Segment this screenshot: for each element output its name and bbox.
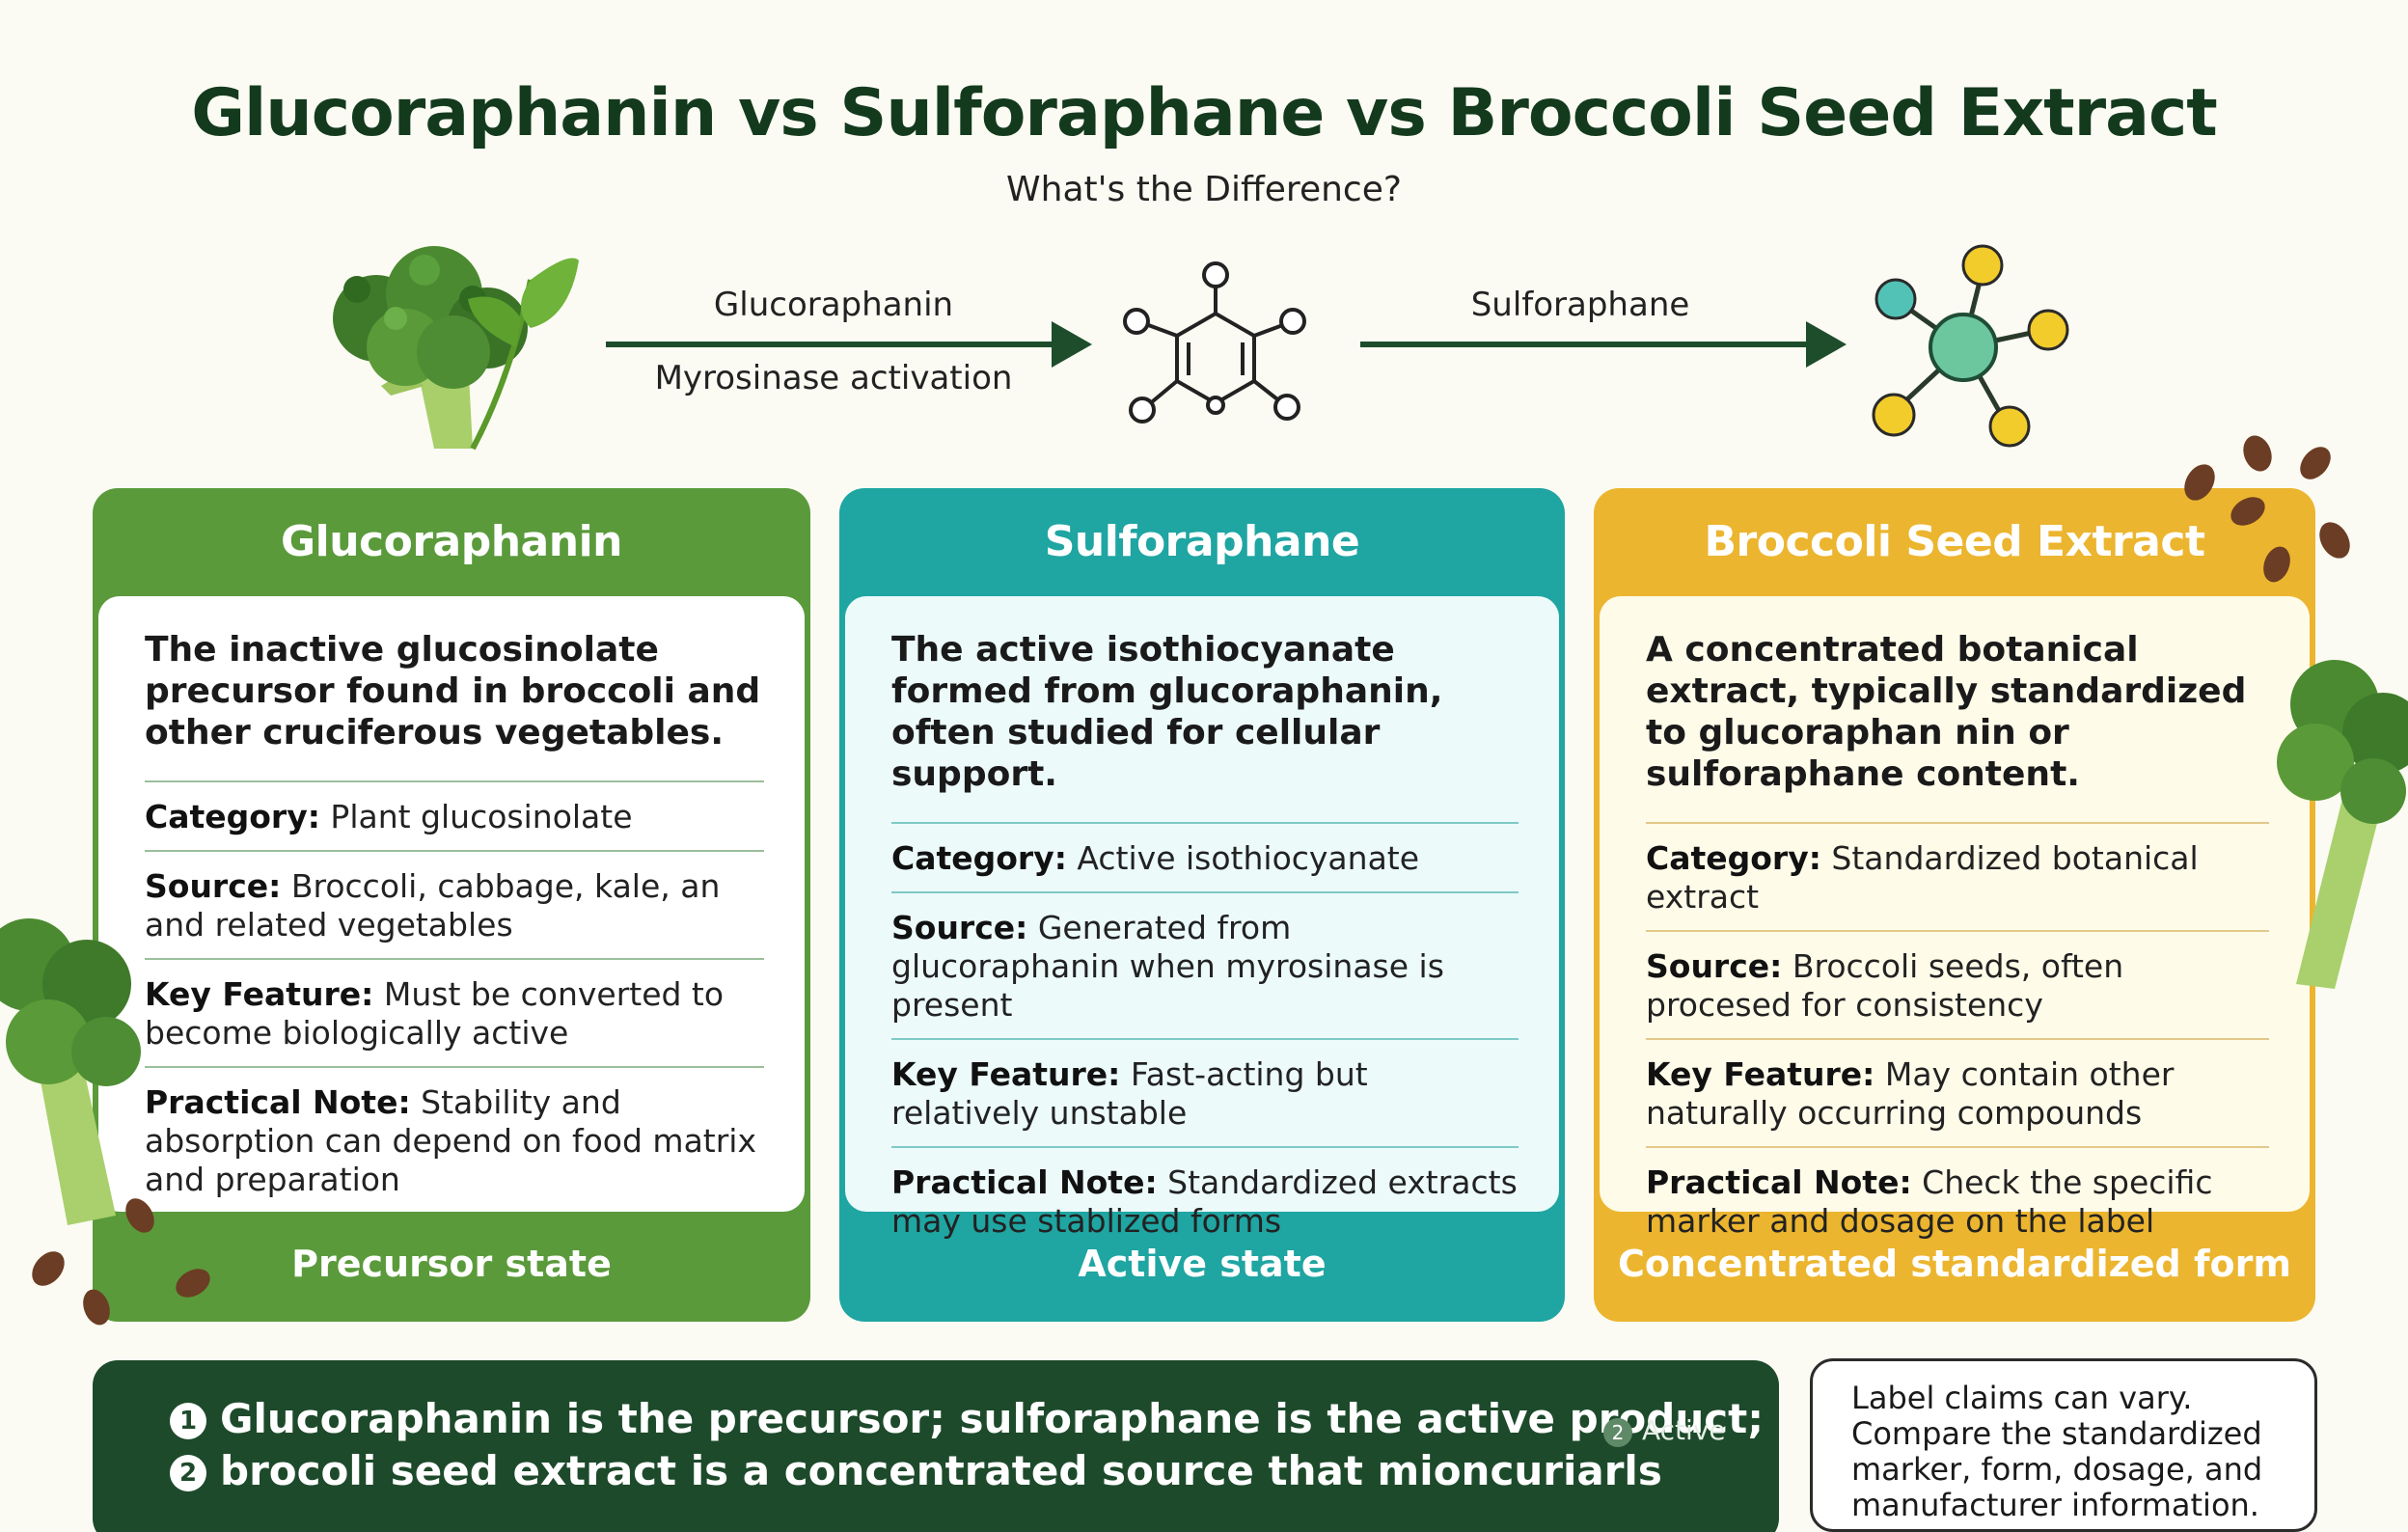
row-label: Practical Note: — [145, 1083, 411, 1121]
card-row-practical-note: Practical Note: Check the specific marke… — [1646, 1146, 2269, 1254]
number-badge: 2 — [1603, 1418, 1632, 1447]
page-subtitle: What's the Difference? — [1006, 170, 1402, 209]
row-label: Source: — [145, 867, 282, 905]
card-row-key-feature: Key Feature: Must be converted to become… — [145, 958, 764, 1066]
broccoli-icon — [2277, 660, 2408, 989]
card-glucoraphanin: Glucoraphanin The inactive glucosinolate… — [93, 488, 810, 1322]
broccoli-icon — [333, 246, 528, 449]
card-row-source: Source: Generated from glucoraphanin whe… — [891, 891, 1519, 1038]
arrow-right-icon — [1052, 321, 1092, 368]
row-label: Category: — [1646, 839, 1821, 877]
row-label: Key Feature: — [1646, 1055, 1875, 1093]
row-label: Category: — [891, 839, 1067, 877]
card-title: Sulforaphane — [1044, 516, 1360, 566]
arrow-right-icon — [1806, 321, 1847, 368]
number-badge: 1 — [170, 1403, 206, 1439]
card-footer: Precursor state — [291, 1243, 612, 1285]
card-body: The active isothiocyanate formed from gl… — [845, 596, 1559, 1240]
summary-line-1: 1 Glucoraphanin is the precursor; sulfora… — [170, 1395, 1764, 1442]
row-text: Standardized extracts may use stablized … — [891, 1163, 1518, 1240]
row-label: Source: — [891, 909, 1028, 946]
row-text: May contain other naturally occurring co… — [1646, 1055, 2175, 1132]
row-label: Source: — [1646, 947, 1783, 985]
row-label: Category: — [145, 798, 320, 835]
page-title: Glucoraphanin vs Sulforaphane vs Broccol… — [191, 75, 2218, 151]
row-text: Broccoli, cabbage, kale, an and related … — [145, 867, 721, 944]
molecule-active-icon — [1872, 244, 2069, 448]
label-note: Label claims can vary. Compare the stand… — [1810, 1358, 2317, 1532]
summary-text: Glucoraphanin is the precursor; sulforap… — [220, 1395, 1765, 1442]
card-intro: The active isothiocyanate formed from gl… — [891, 630, 1443, 794]
row-text: Standardized botanical extract — [1646, 839, 2199, 916]
row-label: Key Feature: — [891, 1055, 1121, 1093]
seed-icon — [2184, 435, 2350, 583]
card-title: Glucoraphanin — [281, 516, 622, 566]
row-text: Fast-acting but relatively unstable — [891, 1055, 1368, 1132]
row-text: Broccoli seeds, often procesed for consi… — [1646, 947, 2124, 1024]
card-row-key-feature: Key Feature: Fast-acting but relatively … — [891, 1038, 1519, 1146]
summary-line-2: 2 brocoli seed extract is a concentrated … — [170, 1447, 1662, 1494]
active-tag: 2 Active — [1603, 1414, 1726, 1447]
flow-step2-label: Sulforaphane — [1470, 286, 1690, 324]
summary-banner: 1 Glucoraphanin is the precursor; sulfora… — [93, 1360, 1779, 1532]
row-label: Practical Note: — [891, 1163, 1158, 1201]
row-text: Check the specific marker and dosage on … — [1646, 1163, 2213, 1240]
row-text: Active isothiocyanate — [1077, 839, 1420, 877]
seed-icon — [32, 1198, 210, 1326]
card-title: Broccoli Seed Extract — [1704, 516, 2205, 566]
row-label: Practical Note: — [1646, 1163, 1912, 1201]
card-body: A concentrated botanical extract, typica… — [1600, 596, 2310, 1240]
summary-text: brocoli seed extract is a concentrated s… — [220, 1447, 1662, 1494]
molecule-ring-icon — [1123, 261, 1306, 424]
broccoli-icon — [0, 918, 141, 1225]
card-intro: The inactive glucosinolate precursor fou… — [145, 630, 761, 752]
card-row-category: Category: Active isothiocyanate — [891, 822, 1519, 891]
flow-arrow-2 — [1360, 342, 1810, 347]
card-broccoli-seed-extract: Broccoli Seed Extract A concentrated bot… — [1594, 488, 2315, 1322]
card-footer: Concentrated standardized form — [1618, 1243, 2291, 1285]
row-text: Plant glucosinolate — [330, 798, 633, 835]
card-row-practical-note: Practical Note: Stability and absorption… — [145, 1066, 764, 1213]
flow-step1-label: Glucoraphanin — [713, 286, 954, 324]
card-row-category: Category: Standardized botanical extract — [1646, 822, 2269, 930]
row-text: Must be converted to become biologically… — [145, 975, 725, 1052]
number-badge: 2 — [170, 1455, 206, 1491]
card-row-practical-note: Practical Note: Standardized extracts ma… — [891, 1146, 1519, 1254]
flow-step1-sublabel: Myrosinase activation — [654, 359, 1013, 397]
card-row-key-feature: Key Feature: May contain other naturally… — [1646, 1038, 2269, 1146]
card-footer: Active state — [1078, 1243, 1327, 1285]
row-text: Stability and absorption can depend on f… — [145, 1083, 756, 1198]
card-intro: A concentrated botanical extract, typica… — [1646, 630, 2247, 794]
leaf-icon — [468, 258, 579, 451]
card-row-category: Category: Plant glucosinolate — [145, 780, 764, 850]
row-label: Key Feature: — [145, 975, 374, 1013]
row-text: Generated from glucoraphanin when myrosi… — [891, 909, 1444, 1024]
tag-text: Active — [1642, 1414, 1726, 1446]
card-row-source: Source: Broccoli, cabbage, kale, an and … — [145, 850, 764, 958]
card-body: The inactive glucosinolate precursor fou… — [98, 596, 805, 1212]
card-sulforaphane: Sulforaphane The active isothiocyanate f… — [839, 488, 1565, 1322]
card-row-source: Source: Broccoli seeds, often procesed f… — [1646, 930, 2269, 1038]
flow-arrow-1 — [606, 342, 1055, 347]
